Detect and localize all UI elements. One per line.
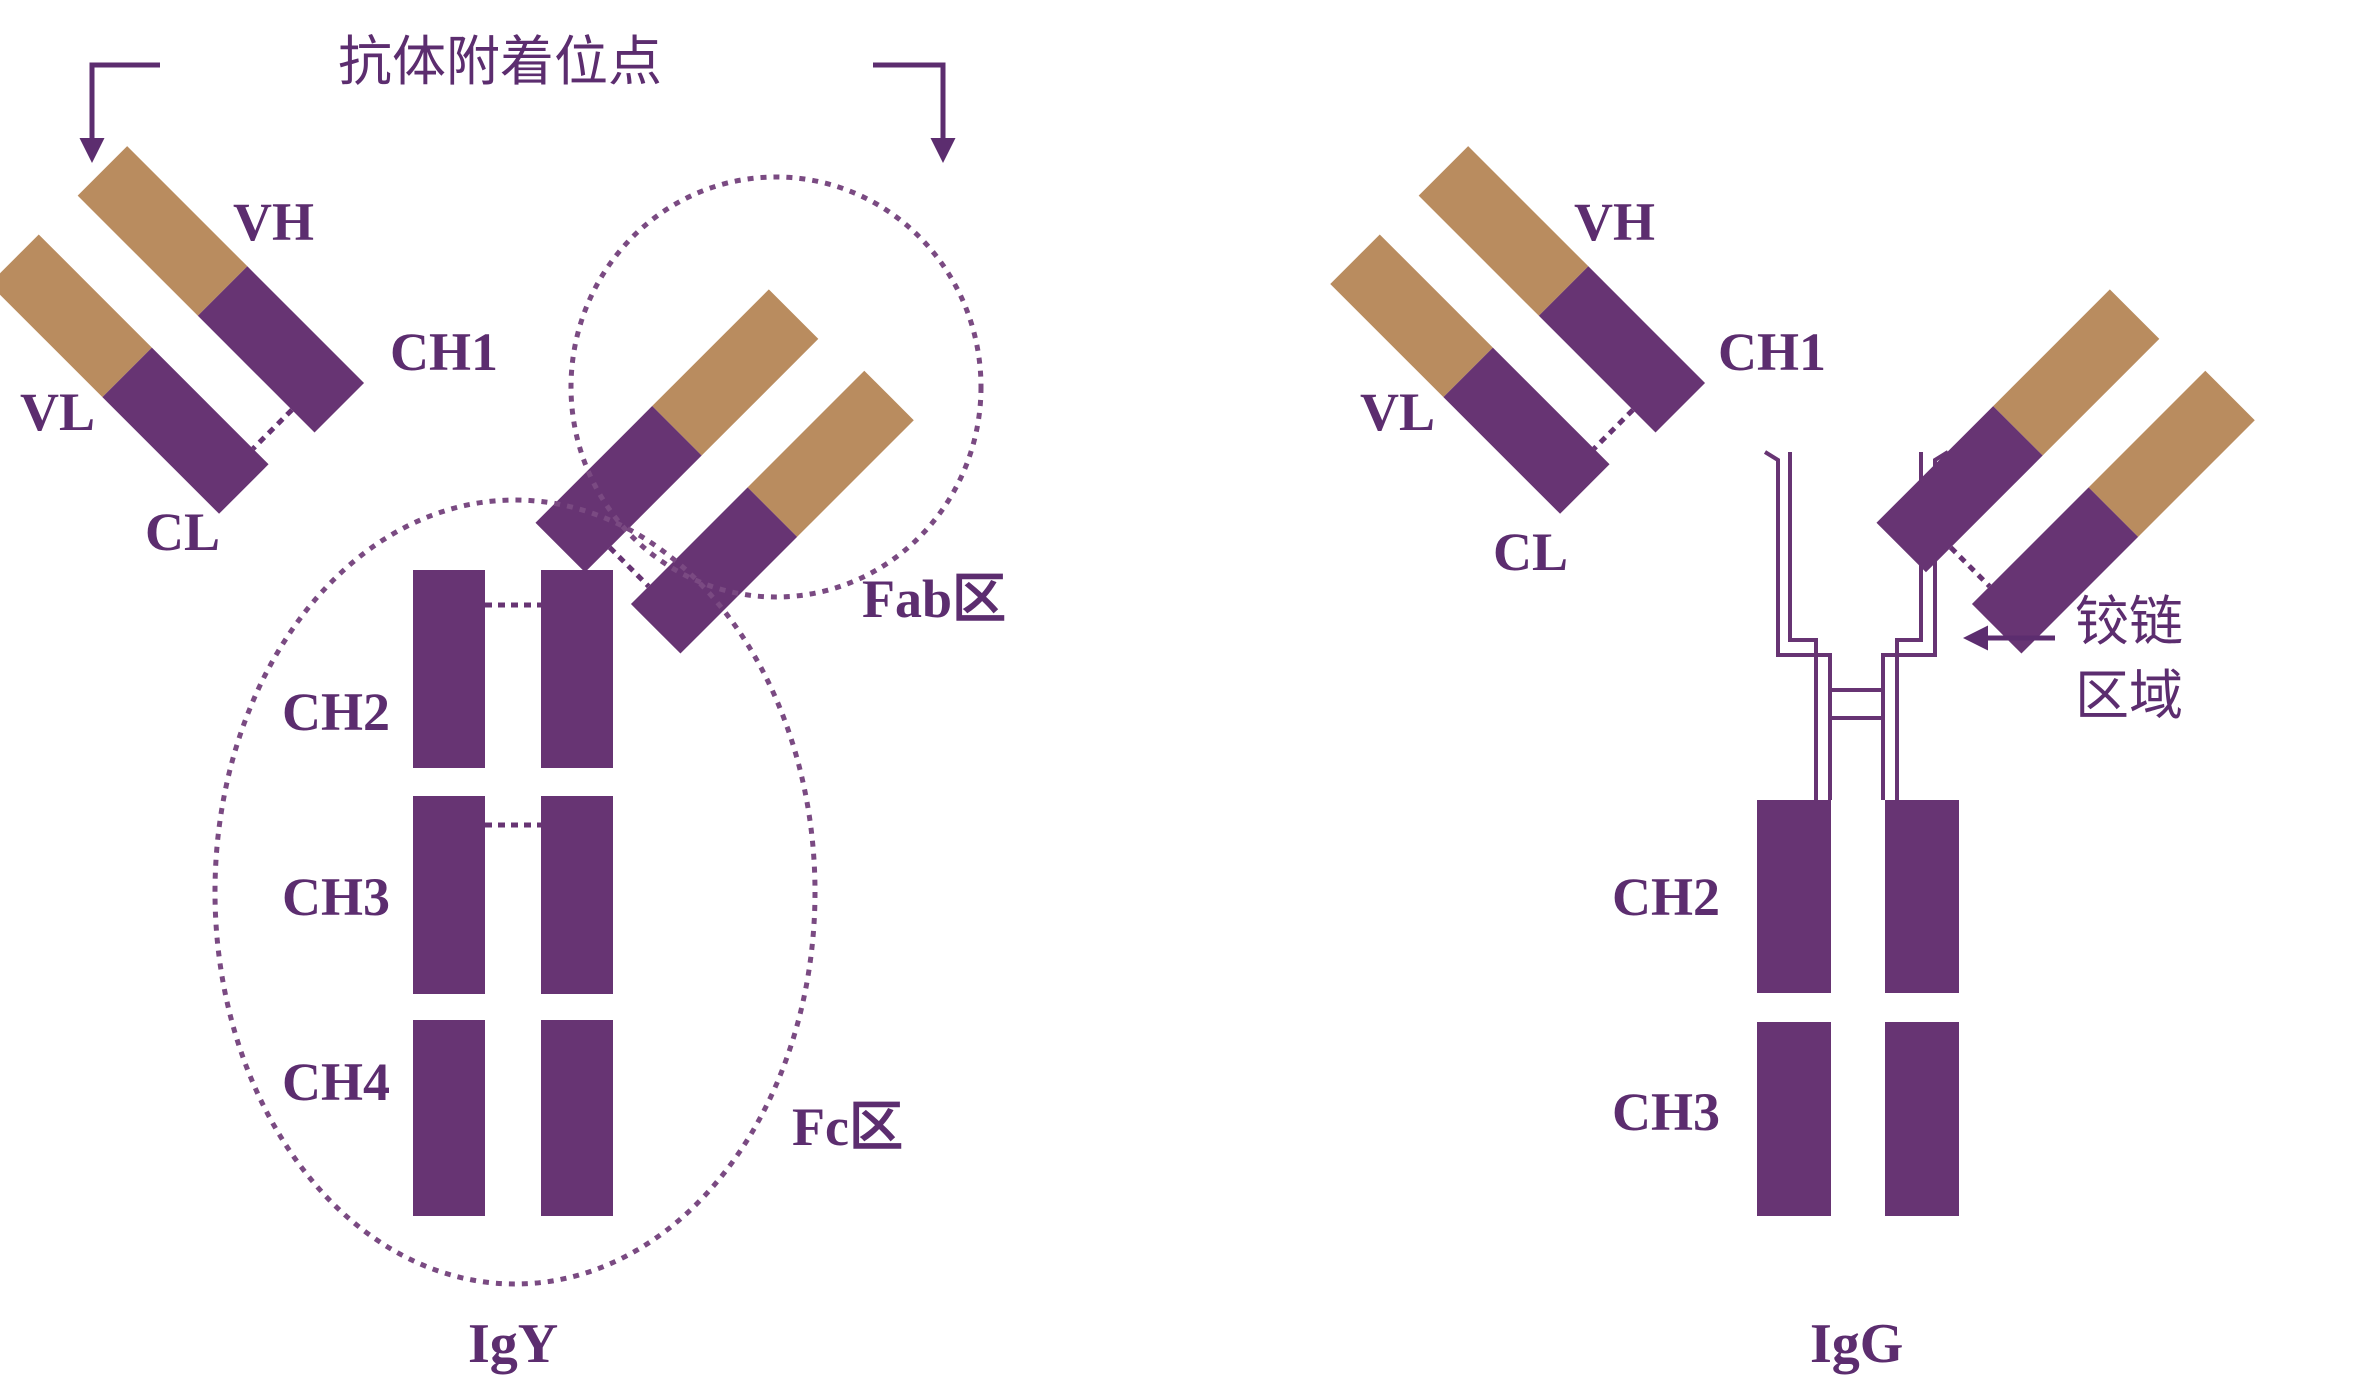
igy-right-disulfide-bond bbox=[607, 545, 651, 589]
igg-left-vl-domain bbox=[1330, 234, 1493, 398]
igy-ch4-right-domain bbox=[541, 1020, 613, 1216]
igg-structure: VH CH1 VL CL 铰链 区域 CH2 CH3 IgG bbox=[1330, 146, 2255, 1375]
igy-vl-label: VL bbox=[20, 382, 95, 442]
igg-ch2-left-domain bbox=[1757, 800, 1831, 993]
igy-attach-arrow-right bbox=[873, 62, 956, 163]
igy-left-fab-arm bbox=[0, 146, 365, 514]
igg-ch1-label: CH1 bbox=[1718, 322, 1826, 382]
igg-left-cl-domain bbox=[1443, 347, 1610, 514]
igy-cl-label: CL bbox=[145, 502, 220, 562]
igy-right-vh-domain bbox=[652, 289, 819, 456]
igy-ch3-left-domain bbox=[413, 796, 485, 994]
igy-left-vl-domain bbox=[0, 234, 152, 398]
igg-right-cl-domain bbox=[1971, 487, 2139, 654]
igg-cl-label: CL bbox=[1493, 522, 1568, 582]
igy-right-ch1-domain bbox=[535, 406, 702, 573]
igy-fab-region-outline bbox=[568, 174, 984, 600]
igy-left-vh-domain bbox=[77, 146, 248, 316]
igy-left-cl-domain bbox=[102, 347, 269, 514]
igg-right-fab-arm bbox=[1876, 289, 2255, 654]
igy-left-ch1-domain bbox=[197, 266, 365, 433]
igy-fab-label: Fab区 bbox=[862, 569, 1006, 629]
igg-right-ch1-domain bbox=[1876, 406, 2043, 573]
igy-ch2-right-domain bbox=[541, 570, 613, 768]
igy-ch2-left-domain bbox=[413, 570, 485, 768]
igy-ch3-label: CH3 bbox=[282, 867, 390, 927]
igy-fc-label: Fc区 bbox=[792, 1097, 903, 1157]
igg-ch3-left-domain bbox=[1757, 1022, 1831, 1216]
igg-vh-label: VH bbox=[1574, 192, 1655, 252]
igg-vl-label: VL bbox=[1360, 382, 1435, 442]
igy-structure: 抗体附着位点 VH CH1 VL CL Fab区 CH2 CH3 CH4 Fc区… bbox=[0, 30, 1006, 1375]
igg-left-vh-domain bbox=[1418, 146, 1589, 316]
igy-left-disulfide-bond bbox=[251, 408, 294, 451]
igg-right-vl-domain bbox=[2088, 370, 2255, 537]
igy-title: IgY bbox=[468, 1313, 558, 1375]
igy-right-vl-domain bbox=[747, 370, 914, 537]
igg-left-disulfide-bond bbox=[1592, 408, 1635, 451]
igg-left-ch1-domain bbox=[1538, 266, 1706, 433]
igy-vh-label: VH bbox=[233, 192, 314, 252]
igy-right-fab-arm bbox=[535, 289, 914, 654]
igg-ch3-right-domain bbox=[1885, 1022, 1959, 1216]
igy-ch4-left-domain bbox=[413, 1020, 485, 1216]
igy-ch1-label: CH1 bbox=[390, 322, 498, 382]
igy-fc-region-outline bbox=[212, 497, 818, 1287]
igy-ch2-label: CH2 bbox=[282, 682, 390, 742]
igg-ch2-right-domain bbox=[1885, 800, 1959, 993]
igg-title: IgG bbox=[1810, 1313, 1903, 1375]
igy-attach-arrow-left bbox=[79, 62, 160, 163]
igg-hinge-label-line2: 区域 bbox=[2075, 664, 2183, 727]
igg-right-vh-domain bbox=[1993, 289, 2160, 456]
igg-left-fab-arm bbox=[1330, 146, 1706, 514]
igg-hinge-region bbox=[1763, 450, 1950, 800]
igy-ch3-right-domain bbox=[541, 796, 613, 994]
igg-right-disulfide-bond bbox=[1948, 545, 1992, 589]
igy-ch4-label: CH4 bbox=[282, 1052, 390, 1112]
igg-hinge-label-line1: 铰链 bbox=[2075, 590, 2183, 653]
igy-attach-site-label: 抗体附着位点 bbox=[338, 30, 662, 93]
igy-right-cl-domain bbox=[630, 487, 798, 654]
igg-ch2-label: CH2 bbox=[1612, 867, 1720, 927]
igg-ch3-label: CH3 bbox=[1612, 1082, 1720, 1142]
